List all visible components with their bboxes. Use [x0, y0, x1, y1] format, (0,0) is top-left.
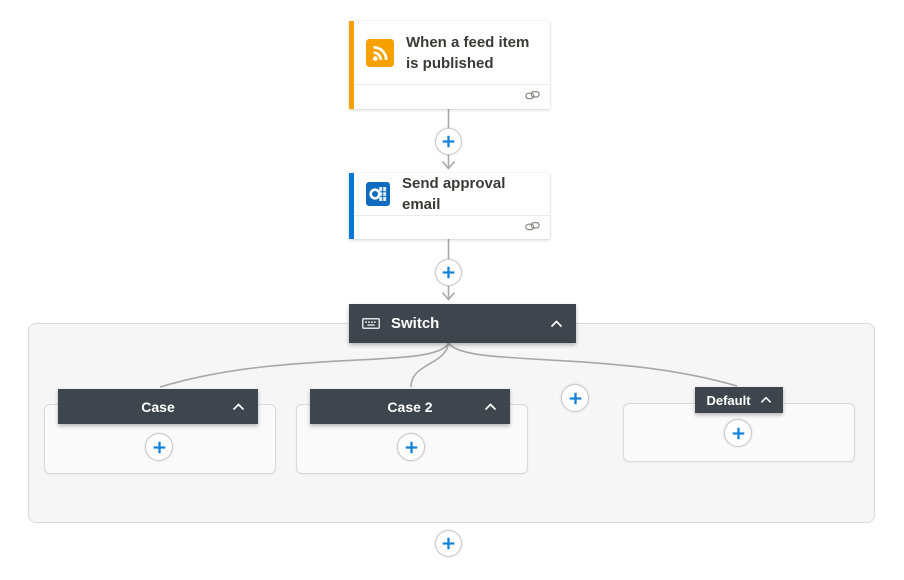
trigger-card-inner: When a feed item is published — [354, 21, 550, 109]
new-step-button[interactable] — [435, 530, 462, 557]
chevron-up-icon[interactable] — [484, 402, 497, 411]
add-action-case-2-button[interactable] — [397, 433, 425, 461]
switch-header[interactable]: Switch — [349, 304, 576, 343]
chain-link-icon — [525, 88, 540, 106]
chain-link-icon — [525, 219, 540, 237]
trigger-card-main: When a feed item is published — [354, 21, 550, 84]
arrow-down-icon — [441, 291, 456, 301]
default-label: Default — [706, 392, 751, 408]
rss-icon — [366, 38, 394, 67]
add-action-case-1-button[interactable] — [145, 433, 173, 461]
action-card[interactable]: Send approval email — [349, 173, 550, 239]
chevron-up-icon[interactable] — [550, 319, 563, 328]
action-card-inner: Send approval email — [354, 173, 550, 239]
case-2-header[interactable]: Case 2 — [310, 389, 510, 424]
trigger-accent-bar — [349, 21, 354, 109]
outlook-icon — [366, 182, 390, 206]
insert-step-button[interactable] — [435, 259, 462, 286]
switch-label: Switch — [391, 315, 440, 332]
chevron-up-icon[interactable] — [232, 402, 245, 411]
trigger-card[interactable]: When a feed item is published — [349, 21, 550, 109]
action-title: Send approval email — [402, 175, 506, 213]
switch-control-icon — [362, 318, 380, 329]
add-case-button[interactable] — [561, 384, 589, 412]
default-header[interactable]: Default — [695, 387, 783, 413]
chevron-up-icon[interactable] — [760, 396, 772, 404]
arrow-down-icon — [441, 160, 456, 170]
trigger-card-footer — [354, 84, 550, 109]
action-card-footer — [354, 215, 550, 239]
case-2-label: Case 2 — [387, 398, 433, 415]
case-1-label: Case — [141, 398, 175, 415]
case-1-header[interactable]: Case — [58, 389, 258, 424]
insert-step-button[interactable] — [435, 128, 462, 155]
add-action-default-button[interactable] — [724, 419, 752, 447]
action-accent-bar — [349, 173, 354, 239]
action-card-main: Send approval email — [354, 173, 550, 215]
trigger-title: When a feed item is published — [406, 33, 530, 72]
